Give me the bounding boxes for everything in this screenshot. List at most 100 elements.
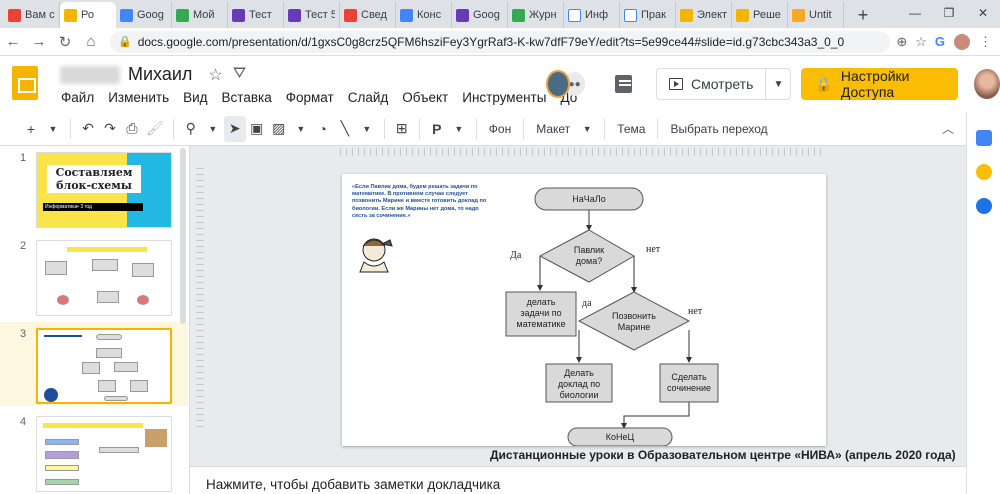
forward-icon[interactable]: →	[31, 33, 47, 50]
menu-item[interactable]: Файл	[61, 90, 95, 105]
flow-decision2-line2: Марине	[618, 322, 651, 332]
transition-button[interactable]: Выбрать переход	[670, 121, 768, 136]
slide-thumbnail-4[interactable]: 4	[0, 410, 188, 494]
collaborator-avatar[interactable]	[546, 70, 571, 98]
menu-item[interactable]: Вставка	[221, 90, 272, 105]
menu-item[interactable]: Объект	[402, 90, 449, 105]
profile-avatar[interactable]	[953, 32, 971, 51]
paint-format-icon[interactable]: 🖌	[146, 120, 164, 136]
print-icon[interactable]: ⎙	[126, 120, 138, 136]
reload-icon[interactable]: ↻	[58, 33, 72, 51]
slides-header: Михаил ☆ ⛛ Файл Изменить Вид Вставка Формат С…	[0, 56, 1000, 112]
image-dropdown-icon[interactable]: ▼	[296, 123, 306, 134]
tab-label: Тест 5	[305, 9, 335, 21]
layout-dropdown-icon[interactable]: ▼	[582, 123, 592, 134]
slide-quote-text[interactable]: «Если Павлик дома, будем решать задачи п…	[352, 184, 487, 219]
editor-toolbar: + ▼ ↶ ↷ ⎙ 🖌 ⚲ ▼ ➤ ▣ ▨ ▼ ◔ ╲ ▼ ⊞ Р ▼ Фон …	[0, 112, 966, 146]
redo-icon[interactable]: ↷	[104, 120, 116, 136]
comment-history-icon[interactable]	[614, 75, 632, 93]
slides-logo-icon[interactable]	[12, 66, 38, 100]
current-slide[interactable]: «Если Павлик дома, будем решать задачи п…	[342, 174, 826, 446]
flow-math-line3: математике	[516, 319, 565, 329]
back-icon[interactable]: ←	[5, 33, 21, 50]
speaker-notes[interactable]: Нажмите, чтобы добавить заметки докладчи…	[190, 466, 966, 494]
undo-icon[interactable]: ↶	[82, 120, 94, 136]
browser-tab[interactable]: Прак	[620, 2, 676, 28]
comment-add-icon[interactable]: ⊞	[395, 120, 408, 136]
theme-button[interactable]: Тема	[617, 121, 646, 136]
browser-tab[interactable]: Goog	[116, 2, 172, 28]
flow-bio-line3: биологии	[560, 390, 599, 400]
menu-item[interactable]: Слайд	[347, 90, 389, 105]
collaborators-icon[interactable]: ●●	[564, 72, 585, 96]
star-icon[interactable]: ☆	[915, 33, 927, 49]
calendar-icon[interactable]	[975, 130, 992, 146]
browser-tab[interactable]: Реше	[732, 2, 788, 28]
present-button[interactable]: Смотреть ▼	[655, 68, 792, 100]
minimize-icon[interactable]: —	[909, 6, 921, 20]
new-tab-button[interactable]: +	[857, 4, 869, 25]
keep-icon[interactable]	[975, 164, 992, 180]
account-avatar[interactable]	[974, 69, 1000, 99]
slide-thumbnail-2[interactable]: 2	[0, 234, 188, 318]
translate-icon[interactable]: G	[934, 34, 945, 49]
present-dropdown-icon[interactable]: ▼	[773, 78, 784, 90]
slide-thumbnail-1[interactable]: 1 Составляем блок-схемы Информатика• 3 г…	[0, 146, 188, 230]
slide-thumbnail-3[interactable]: 3	[0, 322, 188, 406]
select-cursor-icon[interactable]: ➤	[223, 115, 246, 142]
browser-tab[interactable]: Ро	[60, 2, 116, 28]
menu-item[interactable]: Вид	[183, 90, 208, 105]
browser-tab[interactable]: Мой	[172, 2, 228, 28]
zoom-dropdown-icon[interactable]: ▼	[208, 123, 218, 134]
toolbar-divider	[70, 118, 71, 139]
zoom-icon[interactable]: ⚲	[185, 120, 196, 136]
menu-item[interactable]: Формат	[285, 90, 334, 105]
image-icon[interactable]: ▨	[272, 120, 286, 136]
browser-tab[interactable]: Untit	[788, 2, 844, 28]
browser-tab[interactable]: Тест	[228, 2, 284, 28]
tab-favicon-icon	[568, 8, 581, 22]
collapse-toolbar-icon[interactable]: ︿	[941, 122, 954, 136]
tab-label: Тест	[249, 9, 272, 21]
tab-label: Инф	[585, 9, 609, 21]
zoom-icon[interactable]: ⊕	[896, 33, 908, 49]
star-icon[interactable]: ☆	[208, 66, 223, 84]
url-input[interactable]: 🔒 docs.google.com/presentation/d/1gxsC0g…	[110, 30, 891, 53]
menu-item[interactable]: Инструменты	[462, 90, 547, 105]
browser-tab[interactable]: Журн	[508, 2, 564, 28]
address-bar: ← → ↻ ⌂ 🔒 docs.google.com/presentation/d…	[0, 28, 1000, 56]
new-slide-dropdown-icon[interactable]: ▼	[48, 123, 58, 134]
tasks-icon[interactable]	[975, 198, 992, 214]
home-icon[interactable]: ⌂	[86, 33, 96, 50]
tab-label: Элект	[697, 9, 727, 21]
share-button[interactable]: 🔒 Настройки Доступа	[801, 68, 959, 100]
browser-tab[interactable]: Элект	[676, 2, 732, 28]
restore-icon[interactable]: ❐	[943, 6, 955, 20]
text-box-icon[interactable]: ▣	[250, 120, 264, 136]
tab-favicon-icon	[512, 8, 525, 22]
layout-button[interactable]: Макет	[536, 121, 571, 136]
new-slide-icon[interactable]: +	[26, 120, 36, 137]
browser-tab[interactable]: Тест 5	[284, 2, 340, 28]
filmstrip-scrollbar[interactable]	[180, 148, 186, 324]
close-window-icon[interactable]: ✕	[977, 6, 989, 20]
text-format-icon[interactable]: Р	[432, 120, 442, 137]
background-button[interactable]: Фон	[488, 121, 512, 136]
lock-icon: 🔒	[815, 75, 833, 92]
browser-tab[interactable]: Инф	[564, 2, 620, 28]
line-icon[interactable]: ╲	[340, 120, 349, 136]
browser-menu-icon[interactable]: ⋮	[979, 33, 992, 49]
horizontal-ruler	[340, 148, 824, 156]
move-to-drive-icon[interactable]: ⛛	[232, 64, 247, 82]
toolbar-divider	[172, 118, 174, 139]
document-title[interactable]: Михаил ☆ ⛛	[60, 64, 246, 85]
shape-icon[interactable]: ◔	[318, 120, 328, 137]
line-dropdown-icon[interactable]: ▼	[362, 123, 372, 134]
blurred-name	[60, 65, 120, 84]
text-format-dropdown-icon[interactable]: ▼	[454, 123, 464, 134]
menu-item[interactable]: Изменить	[108, 90, 170, 105]
browser-tab[interactable]: Свед	[340, 2, 396, 28]
browser-tab[interactable]: Goog	[452, 2, 508, 28]
browser-tab[interactable]: Конс	[396, 2, 452, 28]
browser-tab[interactable]: Вам с	[4, 2, 60, 28]
